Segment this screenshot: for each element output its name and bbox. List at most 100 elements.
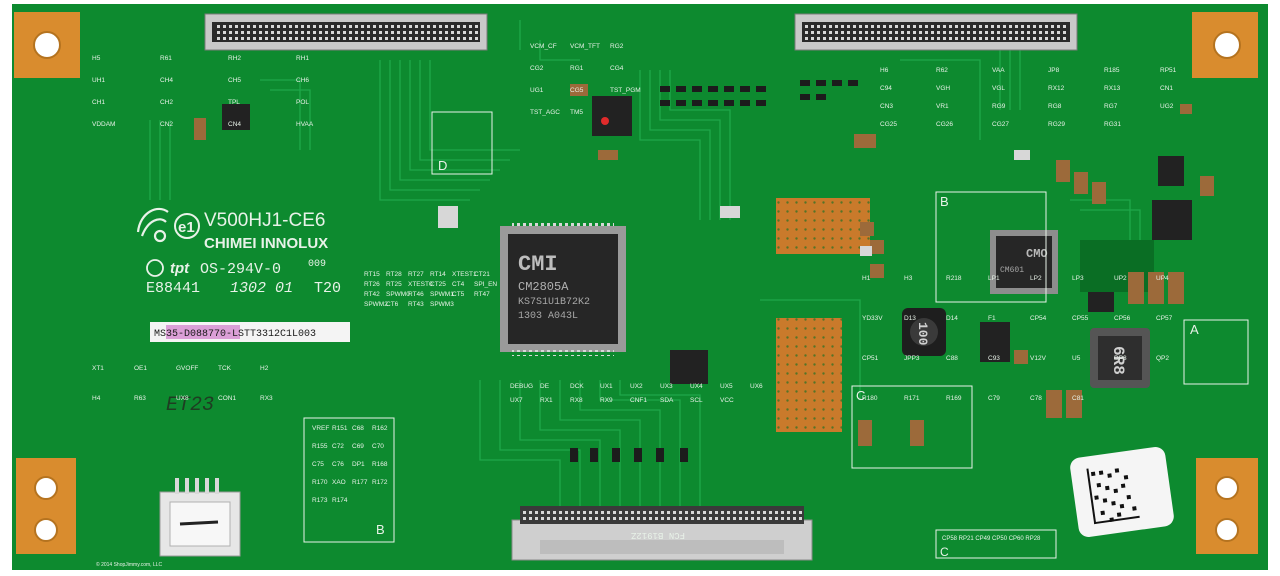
- section-box-c-mid: [851, 385, 973, 469]
- silk-ref: C93: [988, 355, 1000, 362]
- silk-ref: CNF1: [630, 397, 647, 404]
- right-controller-chip: [990, 230, 1058, 294]
- silk-ref: RT27: [408, 271, 424, 278]
- silk-ref: LP1: [988, 275, 1000, 282]
- silk-ref: CP57: [1156, 315, 1173, 322]
- silk-ref: R170: [312, 479, 328, 486]
- silk-ref: R172: [372, 479, 388, 486]
- silk-ref: R169: [946, 395, 962, 402]
- silk-ref: GVOFF: [176, 365, 198, 372]
- silk-ref: VAA: [992, 67, 1005, 74]
- silk-ref: POL: [296, 99, 309, 106]
- silk-ref: CT5: [452, 291, 465, 298]
- silk-ref: CN2: [160, 121, 173, 128]
- silk-ref: H4: [92, 395, 101, 402]
- section-label-a: A: [1190, 322, 1199, 337]
- silk-ref: RH1: [296, 55, 309, 62]
- inductor-left-value: 100: [915, 322, 930, 346]
- fpc-connector-top-right: [794, 13, 1078, 51]
- silk-ref: D14: [946, 315, 958, 322]
- silk-ref: H5: [92, 55, 101, 62]
- main-chip-lot: KS7S1U1B72K2: [518, 297, 590, 308]
- section-label-d: D: [438, 158, 447, 173]
- silk-ref: UX5: [720, 383, 733, 390]
- silk-ref: SPWM3: [430, 301, 454, 308]
- silk-ref: D13: [904, 315, 916, 322]
- datamatrix-label: [1070, 447, 1174, 537]
- silk-ref: UG1: [530, 87, 544, 94]
- fpc-connector-bottom: [511, 506, 813, 561]
- silk-ref: DE: [540, 383, 550, 390]
- silk-ref: SPWM2: [364, 301, 388, 308]
- silk-ref: H6: [880, 67, 889, 74]
- date-code: 1302 01: [230, 280, 293, 297]
- silk-ref: H2: [260, 365, 269, 372]
- handwritten-mark: ET23: [166, 394, 214, 417]
- silk-ref: R180: [862, 395, 878, 402]
- part-number-sticker: [150, 322, 350, 342]
- silk-ref: RX8: [570, 397, 583, 404]
- copyright: © 2014 ShopJimmy.com, LLC: [96, 561, 163, 568]
- silk-ref: SPI_EN: [474, 281, 497, 288]
- silk-ref: CT6: [386, 301, 399, 308]
- silk-ref: HVAA: [296, 121, 314, 128]
- silk-ref: RG8: [1048, 103, 1062, 110]
- silk-ref: RG1: [570, 65, 584, 72]
- silk-ref: R177: [352, 479, 368, 486]
- silk-ref: CG5: [570, 87, 584, 94]
- silk-ref: RG31: [1104, 121, 1121, 128]
- silk-ref: CG25: [880, 121, 897, 128]
- silk-ref: LP2: [1030, 275, 1042, 282]
- silk-ref: H3: [904, 275, 913, 282]
- section-label-c-bottom: C: [940, 545, 949, 559]
- silk-ref: RT43: [408, 301, 424, 308]
- silk-ref: CON1: [218, 395, 236, 402]
- silk-ref: LP3: [1072, 275, 1084, 282]
- silk-ref: C78: [1030, 395, 1042, 402]
- silk-ref: TPL: [228, 99, 240, 106]
- silk-ref: TST_AGC: [530, 109, 560, 116]
- silk-ref: UX8: [176, 395, 189, 402]
- silk-ref: RX13: [1104, 85, 1121, 92]
- silk-ref: VR1: [936, 103, 949, 110]
- silk-ref: C75: [312, 461, 324, 468]
- silk-ref: RT47: [474, 291, 490, 298]
- silk-ref: UP4: [1156, 275, 1169, 282]
- silk-ref: VGL: [992, 85, 1005, 92]
- silk-ref: C76: [332, 461, 344, 468]
- t-code: T20: [314, 280, 341, 297]
- silk-ref: RH2: [228, 55, 241, 62]
- silk-ref: CT4: [452, 281, 465, 288]
- section-box-b-right: [935, 191, 1047, 303]
- silk-ref: UX7: [510, 397, 523, 404]
- silk-ref: R173: [312, 497, 328, 504]
- silk-ref: CN3: [880, 103, 893, 110]
- silk-ref: JPP3: [904, 355, 920, 362]
- silk-ref: R151: [332, 425, 348, 432]
- silk-ref: C72: [332, 443, 344, 450]
- silk-ref: CT21: [474, 271, 490, 278]
- silk-ref: UX3: [660, 383, 673, 390]
- silk-ref: RX3: [260, 395, 273, 402]
- right-chip-part: CM601: [1000, 266, 1024, 275]
- inductor-right-value: 6R8: [1109, 346, 1127, 375]
- silk-ref: CP55: [1072, 315, 1089, 322]
- silk-ref: XT1: [92, 365, 104, 372]
- silk-ref: VCM_CF: [530, 43, 557, 50]
- silk-ref: CG2: [530, 65, 544, 72]
- mounting-hole-top-left: [14, 12, 80, 78]
- silk-ref: UX6: [750, 383, 763, 390]
- silk-ref: U5: [1072, 355, 1081, 362]
- silk-ref: UX2: [630, 383, 643, 390]
- part-number: MS35-D088770-LSTT3312C1L003: [154, 329, 316, 340]
- silk-ref: RT46: [408, 291, 424, 298]
- silk-ref: C69: [352, 443, 364, 450]
- silk-ref: RT14: [430, 271, 446, 278]
- silk-ref: R63: [134, 395, 146, 402]
- silk-ref: R168: [372, 461, 388, 468]
- silk-ref: RT42: [364, 291, 380, 298]
- main-timing-controller-chip: [500, 222, 626, 356]
- silk-ref: C88: [946, 355, 958, 362]
- section-label-c-mid: C: [856, 388, 865, 403]
